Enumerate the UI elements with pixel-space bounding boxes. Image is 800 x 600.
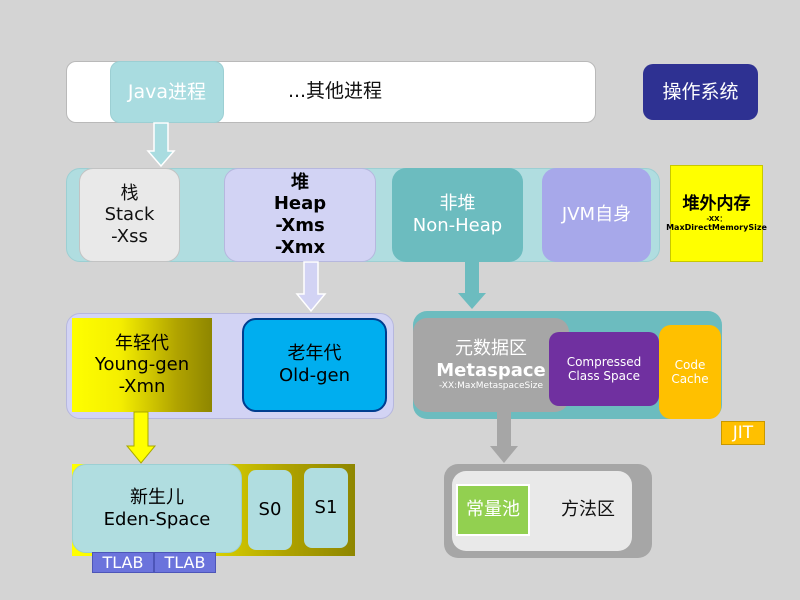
method-area-text: 方法区 <box>561 499 615 521</box>
direct-memory-opt-name: MaxDirectMemorySize <box>666 223 767 233</box>
non-heap-cn-label: 非堆 <box>439 193 476 215</box>
stack-en-label: Stack <box>104 204 155 226</box>
heap-en-label: Heap <box>273 193 327 215</box>
jvm-self-box: JVM自身 <box>542 168 651 262</box>
non-heap-to-detail-arrow <box>458 262 486 309</box>
java-to-memory-arrow <box>146 122 176 168</box>
direct-memory-box: 堆外内存 -XX： MaxDirectMemorySize <box>666 165 767 262</box>
heap-cn-label: 堆 <box>291 171 309 193</box>
ccs-line1: Compressed <box>566 354 642 369</box>
heap-xms-label: -Xms <box>275 215 325 236</box>
metaspace-box: 元数据区 Metaspace -XX:MaxMetaspaceSize <box>413 318 569 412</box>
heap-box: 堆 Heap -Xms -Xmx <box>224 168 376 262</box>
survivor-s1-box: S1 <box>304 468 348 548</box>
stack-cn-label: 栈 <box>120 182 139 204</box>
survivor-s0-box: S0 <box>248 470 292 550</box>
jit-text: JIT <box>732 422 754 443</box>
non-heap-en-label: Non-Heap <box>412 215 503 236</box>
tlab-2-label: TLAB <box>164 552 206 572</box>
jvm-self-label: JVM自身 <box>561 204 632 226</box>
code-cache-box: Code Cache <box>659 325 721 419</box>
os-box: 操作系统 <box>643 64 758 120</box>
old-gen-box: 老年代 Old-gen <box>242 318 387 412</box>
constant-pool-label: 常量池 <box>466 499 520 521</box>
tlab-box-1: TLAB <box>92 552 154 573</box>
young-to-detail-arrow <box>125 411 157 464</box>
s1-label: S1 <box>314 497 338 519</box>
ccs-line2: Class Space <box>568 369 640 383</box>
code-cache-line2: Cache <box>671 372 709 386</box>
direct-memory-opt-prefix: -XX： <box>706 214 727 223</box>
eden-space-box: 新生儿 Eden-Space <box>72 464 242 553</box>
old-gen-en-label: Old-gen <box>279 365 350 386</box>
jit-label: JIT <box>721 421 765 445</box>
old-gen-cn-label: 老年代 <box>287 343 342 365</box>
young-gen-cn-label: 年轻代 <box>115 332 169 354</box>
heap-xmx-label: -Xmx <box>274 236 326 258</box>
java-process-box: Java进程 <box>110 61 224 123</box>
direct-memory-cn-label: 堆外内存 <box>682 194 751 215</box>
s0-label: S0 <box>258 499 282 521</box>
other-process-text: ...其他进程 <box>287 79 383 102</box>
metaspace-to-method-arrow <box>490 412 518 463</box>
method-area-label: 方法区 <box>552 496 624 524</box>
eden-cn-label: 新生儿 <box>130 486 184 508</box>
os-label: 操作系统 <box>662 80 739 103</box>
metaspace-option-label: -XX:MaxMetaspaceSize <box>439 381 543 392</box>
metaspace-cn-label: 元数据区 <box>455 338 527 359</box>
eden-en-label: Eden-Space <box>103 508 211 530</box>
stack-box: 栈 Stack -Xss <box>79 168 180 262</box>
young-gen-box: 年轻代 Young-gen -Xmn <box>72 318 212 412</box>
stack-option-label: -Xss <box>111 225 148 247</box>
young-gen-option-label: -Xmn <box>118 375 166 397</box>
non-heap-box: 非堆 Non-Heap <box>392 168 523 262</box>
java-process-label: Java进程 <box>127 80 207 103</box>
tlab-box-2: TLAB <box>154 552 216 573</box>
compressed-class-space-box: Compressed Class Space <box>549 332 659 406</box>
constant-pool-box: 常量池 <box>456 484 530 536</box>
heap-to-detail-arrow <box>295 261 327 313</box>
young-gen-en-label: Young-gen <box>94 354 190 376</box>
code-cache-line1: Code <box>674 357 706 372</box>
other-process-label: ...其他进程 <box>280 76 390 106</box>
tlab-1-label: TLAB <box>102 552 144 572</box>
metaspace-en-label: Metaspace <box>436 359 546 381</box>
